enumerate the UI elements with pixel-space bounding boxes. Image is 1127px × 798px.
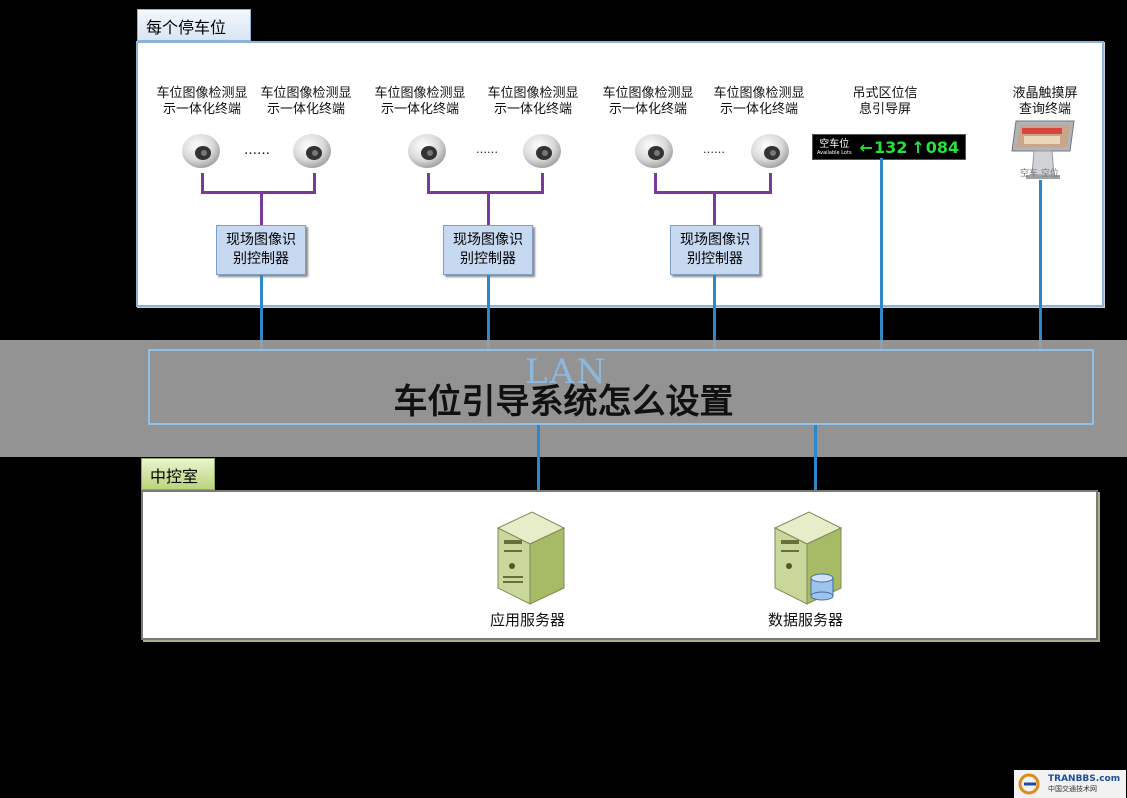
camera-connector — [541, 173, 544, 193]
camera-ellipsis: …… — [476, 143, 498, 156]
camera-connector — [260, 191, 263, 226]
control-room-tab: 中控室 — [141, 458, 215, 490]
page-title: 车位引导系统怎么设置 — [393, 382, 734, 422]
camera-ellipsis: …… — [244, 143, 270, 158]
camera-ellipsis: …… — [703, 143, 725, 156]
kiosk-label: 液晶触摸屏 查询终端 — [1012, 86, 1078, 117]
camera-connector — [201, 173, 204, 193]
led-count-1: 132 — [873, 137, 908, 157]
left-arrow-icon: ← — [859, 137, 873, 157]
uplink-kiosk — [1039, 180, 1042, 350]
lan-box — [148, 349, 1094, 425]
watermark-text: TRANBBS.com 中国交通技术网 — [1048, 774, 1120, 794]
uplink-sign — [880, 158, 883, 350]
led-subtitle: Available Lots — [817, 149, 852, 156]
terminal-label-4: 车位图像检测显 示一体化终端 — [487, 86, 579, 117]
uplink-controller-1 — [260, 275, 263, 350]
parking-zone-tab: 每个停车位 — [137, 9, 251, 41]
db-server-icon — [771, 506, 845, 606]
controller-box-3: 现场图像识 别控制器 — [670, 225, 760, 275]
camera-connector — [313, 173, 316, 193]
terminal-label-3: 车位图像检测显 示一体化终端 — [374, 86, 466, 117]
uplink-controller-3 — [713, 275, 716, 350]
up-arrow-icon: ↑ — [911, 137, 925, 157]
camera-connector — [654, 173, 657, 193]
app-server-label: 应用服务器 — [490, 611, 566, 629]
watermark-brand: TRANBBS.com — [1048, 774, 1121, 784]
watermark: TRANBBS.com 中国交通技术网 — [1014, 770, 1126, 798]
sign-label: 吊式区位信 息引导屏 — [852, 86, 918, 117]
camera-connector — [713, 191, 716, 226]
db-server-label: 数据服务器 — [768, 611, 844, 629]
control-room-panel — [141, 490, 1098, 640]
camera-connector — [427, 173, 430, 193]
camera-icon — [292, 131, 332, 171]
lan-label: LAN — [525, 352, 608, 392]
camera-icon — [522, 131, 562, 171]
camera-icon — [181, 131, 221, 171]
uplink-controller-2 — [487, 275, 490, 350]
camera-connector — [201, 191, 316, 194]
terminal-label-6: 车位图像检测显 示一体化终端 — [713, 86, 805, 117]
camera-connector — [487, 191, 490, 226]
camera-icon — [634, 131, 674, 171]
downlink-db-server — [814, 425, 817, 515]
camera-connector — [427, 191, 544, 194]
terminal-label-5: 车位图像检测显 示一体化终端 — [602, 86, 694, 117]
downlink-app-server — [537, 425, 540, 515]
terminal-label-2: 车位图像检测显 示一体化终端 — [260, 86, 352, 117]
kiosk-icon — [1008, 115, 1078, 185]
app-server-icon — [494, 506, 568, 606]
terminal-label-1: 车位图像检测显 示一体化终端 — [156, 86, 248, 117]
led-count-2: 084 — [925, 137, 960, 157]
led-left-block: 空车位 Available Lots — [813, 139, 856, 156]
camera-icon — [750, 131, 790, 171]
watermark-subtitle: 中国交通技术网 — [1048, 785, 1097, 793]
led-guide-sign: 空车位 Available Lots ← 132 ↑ 084 — [812, 134, 966, 160]
led-title: 空车位 — [819, 138, 850, 150]
camera-connector — [769, 173, 772, 193]
controller-box-1: 现场图像识 别控制器 — [216, 225, 306, 275]
watermark-logo-icon — [1018, 773, 1040, 795]
camera-icon — [407, 131, 447, 171]
controller-box-2: 现场图像识 别控制器 — [443, 225, 533, 275]
kiosk-caption: 空车 空位 — [1020, 169, 1059, 179]
title-banner — [0, 340, 1127, 457]
